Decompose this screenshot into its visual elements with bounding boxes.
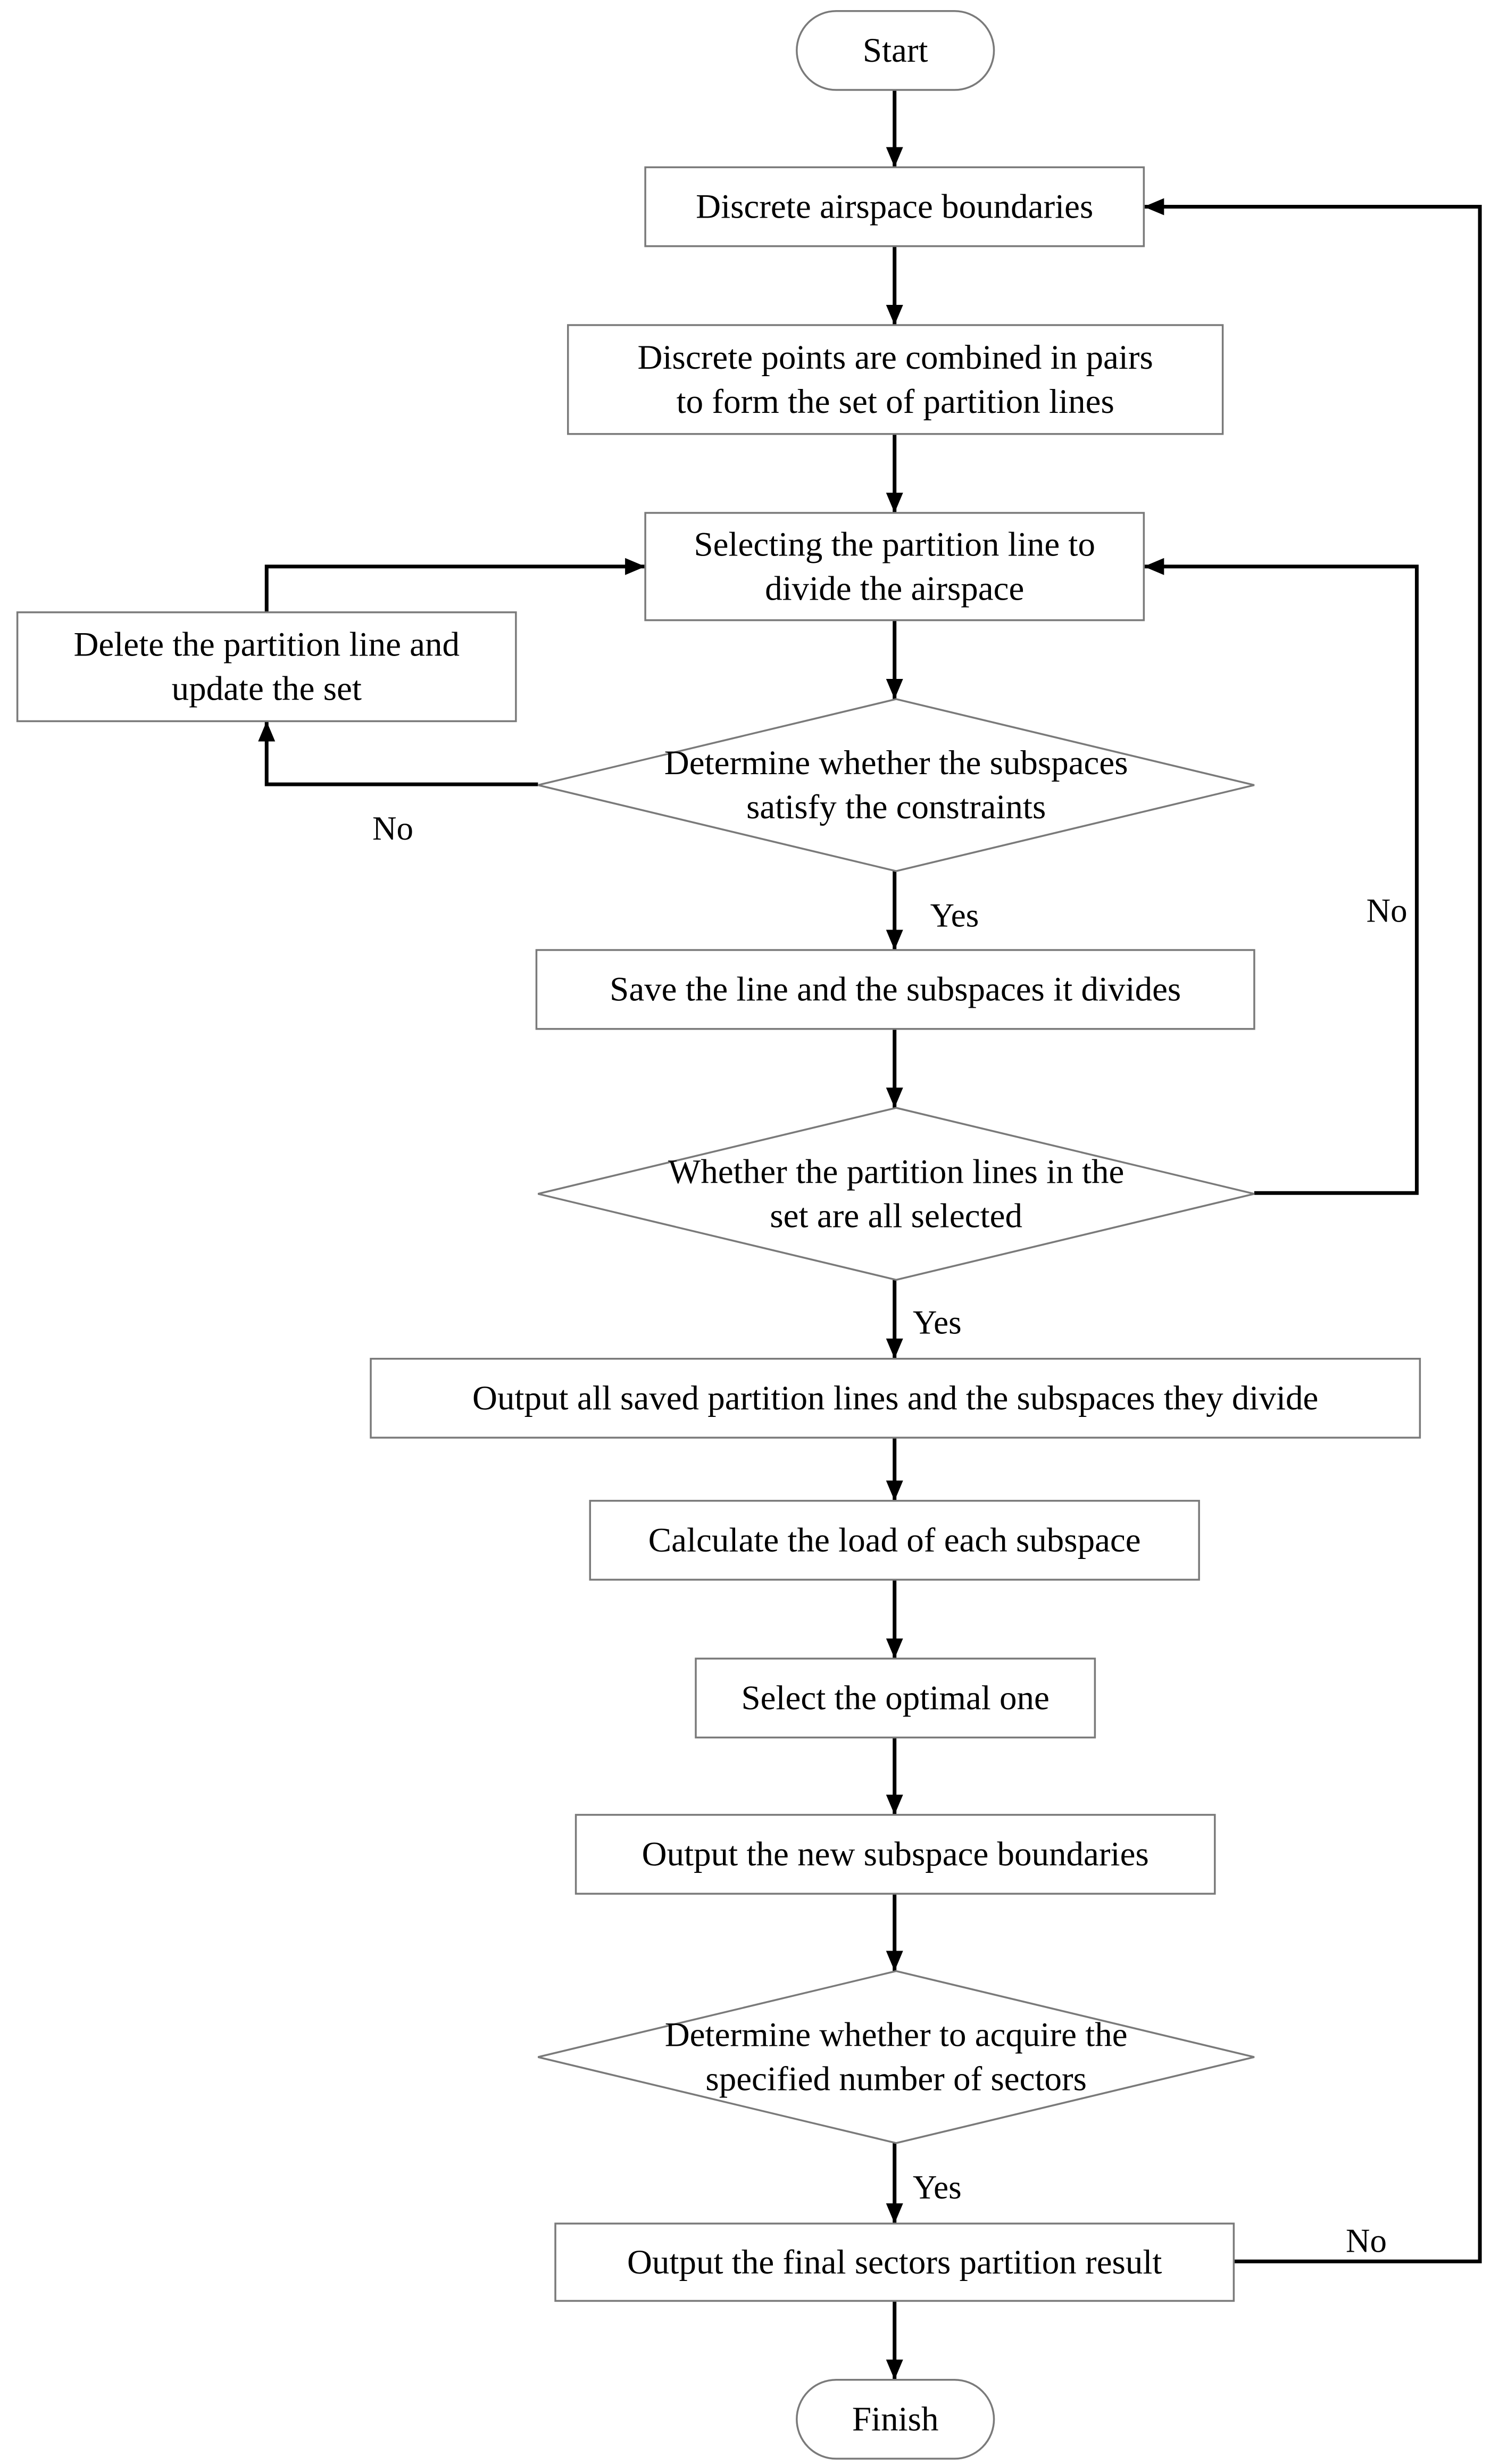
- select-line-text-line-2: divide the airspace: [765, 569, 1024, 608]
- node-output-final: Output the final sectors partition resul…: [554, 2222, 1235, 2302]
- output-final-shape: [554, 2222, 1235, 2302]
- check-constraints-text-line-1: Determine whether the subspaces: [664, 744, 1128, 782]
- edge-label-e-check-yes-save: Yes: [930, 897, 979, 934]
- start-text-line-1: Start: [863, 31, 928, 70]
- discretize-shape: [644, 166, 1145, 247]
- node-save-line: Save the line and the subspaces it divid…: [535, 949, 1255, 1030]
- node-check-constraints: Determine whether the subspaces satisfy t…: [537, 698, 1255, 873]
- select-optimal-shape: [695, 1657, 1096, 1739]
- node-check-sector-count: Determine whether to acquire the specifie…: [537, 1970, 1255, 2144]
- combine-pairs-text-line-1: Discrete points are combined in pairs: [638, 338, 1153, 377]
- edge-e-checkall-no-select: [1144, 558, 1419, 1195]
- combine-pairs-shape: [567, 324, 1224, 435]
- save-line-shape: [535, 949, 1255, 1030]
- calc-load-shape: [589, 1499, 1200, 1581]
- check-constraints-shape: [537, 698, 1255, 873]
- check-constraints-text-line-2: satisfy the constraints: [746, 788, 1046, 826]
- select-line-text-line-1: Selecting the partition line to: [694, 525, 1095, 563]
- node-start: Start: [796, 10, 995, 91]
- output-final-text-line-1: Output the final sectors partition resul…: [627, 2243, 1162, 2282]
- select-line-shape: [644, 512, 1145, 621]
- check-all-selected-shape: [537, 1107, 1255, 1281]
- check-sector-count-text-line-2: specified number of sectors: [705, 2060, 1087, 2098]
- check-sector-count-text-line-1: Determine whether to acquire the: [665, 2016, 1128, 2054]
- node-discretize: Discrete airspace boundaries: [644, 166, 1145, 247]
- node-finish: Finish: [796, 2378, 995, 2460]
- output-saved-shape: [370, 1357, 1421, 1439]
- edge-label-e-final-no-discretize: No: [1346, 2222, 1387, 2260]
- output-boundaries-shape: [574, 1814, 1216, 1895]
- save-line-text-line-1: Save the line and the subspaces it divid…: [610, 970, 1181, 1009]
- edge-e-final-no-discretize: [1144, 198, 1482, 2263]
- delete-line-text-line-1: Delete the partition line and: [73, 626, 460, 664]
- node-select-optimal: Select the optimal one: [695, 1657, 1096, 1739]
- node-delete-line: Delete the partition line and update the …: [16, 611, 517, 723]
- node-combine-pairs: Discrete points are combined in pairs to …: [567, 324, 1224, 435]
- start-shape: [796, 10, 995, 91]
- combine-pairs-text-line-2: to form the set of partition lines: [677, 383, 1114, 421]
- edge-label-e-checkall-no-select: No: [1367, 892, 1407, 929]
- output-boundaries-text-line-1: Output the new subspace boundaries: [642, 1835, 1149, 1873]
- node-select-line: Selecting the partition line to divide th…: [644, 512, 1145, 621]
- edge-label-e-sectorcheck-yes-final: Yes: [913, 2169, 962, 2206]
- check-all-selected-text-line-2: set are all selected: [770, 1197, 1022, 1235]
- node-output-boundaries: Output the new subspace boundaries: [574, 1814, 1216, 1895]
- edge-e-check-no-delete: [258, 721, 538, 786]
- delete-line-shape: [16, 611, 517, 723]
- select-optimal-text-line-1: Select the optimal one: [741, 1679, 1049, 1717]
- delete-line-text-line-2: update the set: [172, 670, 362, 708]
- output-saved-text-line-1: Output all saved partition lines and the…: [472, 1379, 1318, 1417]
- node-calc-load: Calculate the load of each subspace: [589, 1499, 1200, 1581]
- edge-label-e-checkall-yes-output: Yes: [913, 1304, 962, 1341]
- edge-label-e-check-no-delete: No: [372, 810, 413, 847]
- finish-shape: [796, 2378, 995, 2460]
- check-sector-count-shape: [537, 1970, 1255, 2144]
- check-all-selected-text-line-1: Whether the partition lines in the: [668, 1152, 1124, 1191]
- calc-load-text-line-1: Calculate the load of each subspace: [648, 1521, 1141, 1559]
- edge-e-delete-select: [264, 558, 646, 612]
- node-output-saved: Output all saved partition lines and the…: [370, 1357, 1421, 1439]
- discretize-text-line-1: Discrete airspace boundaries: [696, 188, 1093, 226]
- finish-text-line-1: Finish: [852, 2400, 939, 2438]
- node-check-all-selected: Whether the partition lines in the set ar…: [537, 1107, 1255, 1281]
